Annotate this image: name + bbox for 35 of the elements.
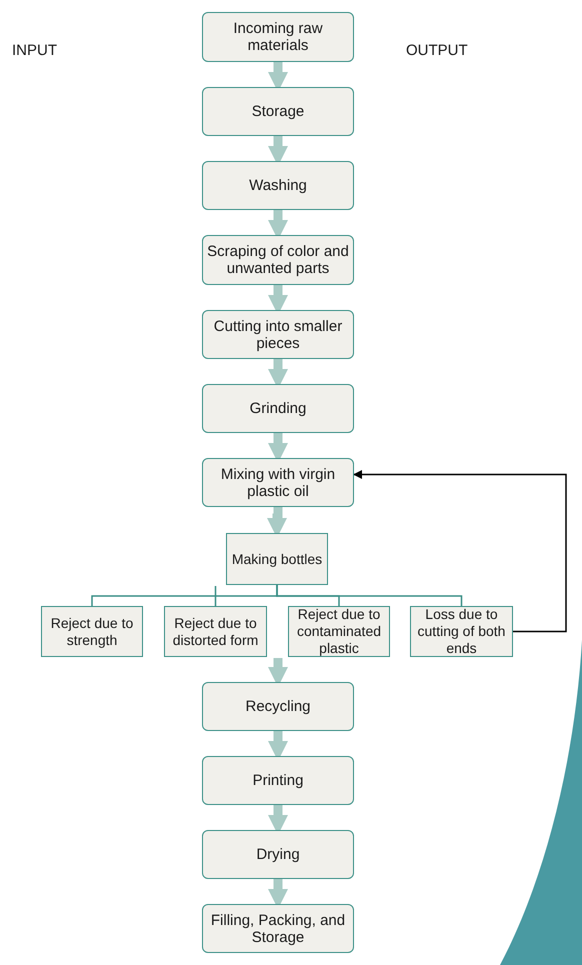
box-text: Washing — [249, 177, 307, 194]
side-label: OUTPUT — [406, 41, 468, 61]
box-text: Incoming raw materials — [232, 20, 324, 54]
box-text: Printing — [252, 772, 304, 789]
box-text: Loss due to cutting of both ends — [416, 606, 506, 657]
process-box — [226, 533, 328, 585]
process-box — [202, 87, 354, 136]
box-text: Filling, Packing, and Storage — [210, 912, 346, 946]
box-text: Scraping of color and unwanted parts — [206, 243, 350, 277]
box-text: Mixing with virgin plastic oil — [220, 466, 336, 500]
process-box — [202, 458, 354, 507]
box-text: Grinding — [250, 400, 306, 417]
box-text: Storage — [252, 103, 304, 120]
box-text: Reject due to contaminated plastic — [296, 606, 382, 657]
process-box — [202, 756, 354, 805]
process-box — [41, 606, 143, 657]
process-box — [202, 12, 354, 62]
process-box — [202, 161, 354, 210]
box-text: Reject due to strength — [50, 614, 134, 648]
connector-line — [276, 585, 462, 606]
process-box — [202, 904, 354, 953]
box-text: Recycling — [245, 698, 311, 715]
process-box — [164, 606, 267, 657]
connector-line — [214, 586, 216, 606]
box-text: Drying — [256, 846, 300, 863]
process-box — [202, 310, 354, 359]
arrow — [353, 470, 567, 632]
process-box — [202, 830, 354, 879]
process-box — [202, 682, 354, 731]
box-text: Making bottles — [232, 550, 322, 568]
process-box — [202, 384, 354, 433]
box-text: Reject due to distorted form — [172, 614, 260, 648]
process-box — [202, 235, 354, 285]
box-text: Cutting into smaller pieces — [212, 318, 344, 352]
side-label: INPUT — [12, 41, 57, 61]
